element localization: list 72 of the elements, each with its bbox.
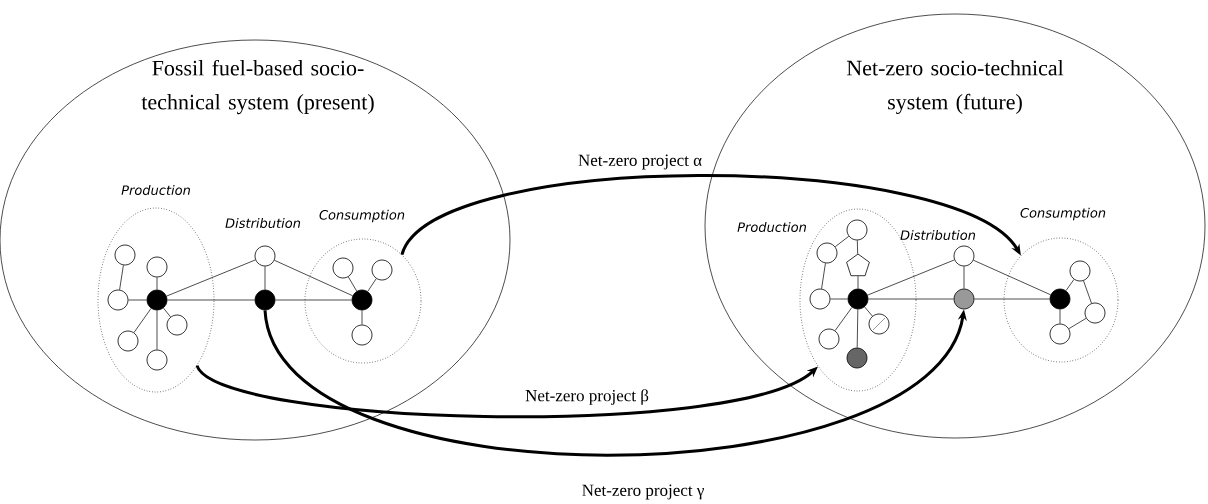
connector-line (119, 264, 124, 291)
connector-line (864, 306, 873, 317)
system-title: Fossil fuel-based socio-technical system (present) (141, 59, 374, 115)
network-node (953, 245, 975, 267)
edge-label: Net-zero project β (524, 388, 650, 406)
edge-label: Net-zero project α (576, 153, 704, 171)
group-label: Distribution (225, 217, 301, 229)
group-label: Production (121, 184, 190, 196)
connector-line (347, 276, 358, 292)
connector-line (1068, 318, 1087, 329)
connector-line (1083, 280, 1092, 304)
connector-line (163, 307, 171, 318)
network-node (351, 289, 373, 311)
network-node (114, 244, 136, 266)
connector-line (1065, 279, 1075, 291)
network-node (846, 347, 868, 369)
connector-line (821, 262, 826, 290)
connector-line (830, 298, 848, 300)
connector-line (834, 307, 853, 331)
connector-line (857, 275, 859, 289)
pentagon-node (846, 253, 870, 277)
connector-line (973, 259, 1051, 296)
connector-line (156, 277, 158, 290)
network-node (868, 313, 890, 335)
network-node (847, 288, 869, 310)
connector-line (361, 310, 363, 325)
network-node (1049, 323, 1071, 345)
network-node (332, 257, 354, 279)
network-node (1084, 302, 1106, 324)
network-node (816, 242, 838, 264)
network-node (166, 314, 188, 336)
connector-line (868, 298, 954, 300)
network-node (818, 328, 840, 350)
network-node (846, 219, 868, 241)
group-label: Distribution (900, 229, 976, 241)
network-node (117, 330, 139, 352)
network-node (254, 245, 276, 267)
network-node (371, 259, 393, 281)
system-title: Net-zero socio-technical system (future) (846, 60, 1064, 114)
arrow (196, 364, 818, 418)
network-node (146, 289, 168, 311)
edge-label: Net-zero project γ (580, 483, 706, 501)
connector-line (856, 240, 858, 255)
connector-line (1059, 309, 1061, 324)
connector-line (275, 299, 352, 301)
connector-line (156, 310, 158, 350)
arrow (400, 174, 1021, 256)
connector-line (274, 259, 353, 297)
arrow (263, 309, 967, 457)
network-node (254, 289, 276, 311)
connector-line (963, 266, 965, 289)
connector-line (867, 259, 955, 296)
group-label: Production (737, 221, 806, 233)
connector-line (128, 299, 147, 301)
connector-line (133, 308, 152, 333)
group-label: Consumption (1020, 207, 1106, 221)
network-node (953, 288, 975, 310)
connector-line (974, 298, 1050, 300)
network-node (351, 324, 373, 346)
connector-line (856, 309, 859, 348)
connector-line (166, 259, 256, 297)
group-label: Consumption (319, 209, 405, 223)
network-node (107, 289, 129, 311)
network-node (146, 256, 168, 278)
connector-line (367, 278, 377, 292)
connector-line (834, 236, 850, 248)
network-node (1069, 260, 1091, 282)
network-node (1049, 288, 1071, 310)
network-node (809, 288, 831, 310)
network-node (146, 349, 168, 371)
connector-line (167, 299, 255, 301)
connector-line (264, 266, 266, 290)
